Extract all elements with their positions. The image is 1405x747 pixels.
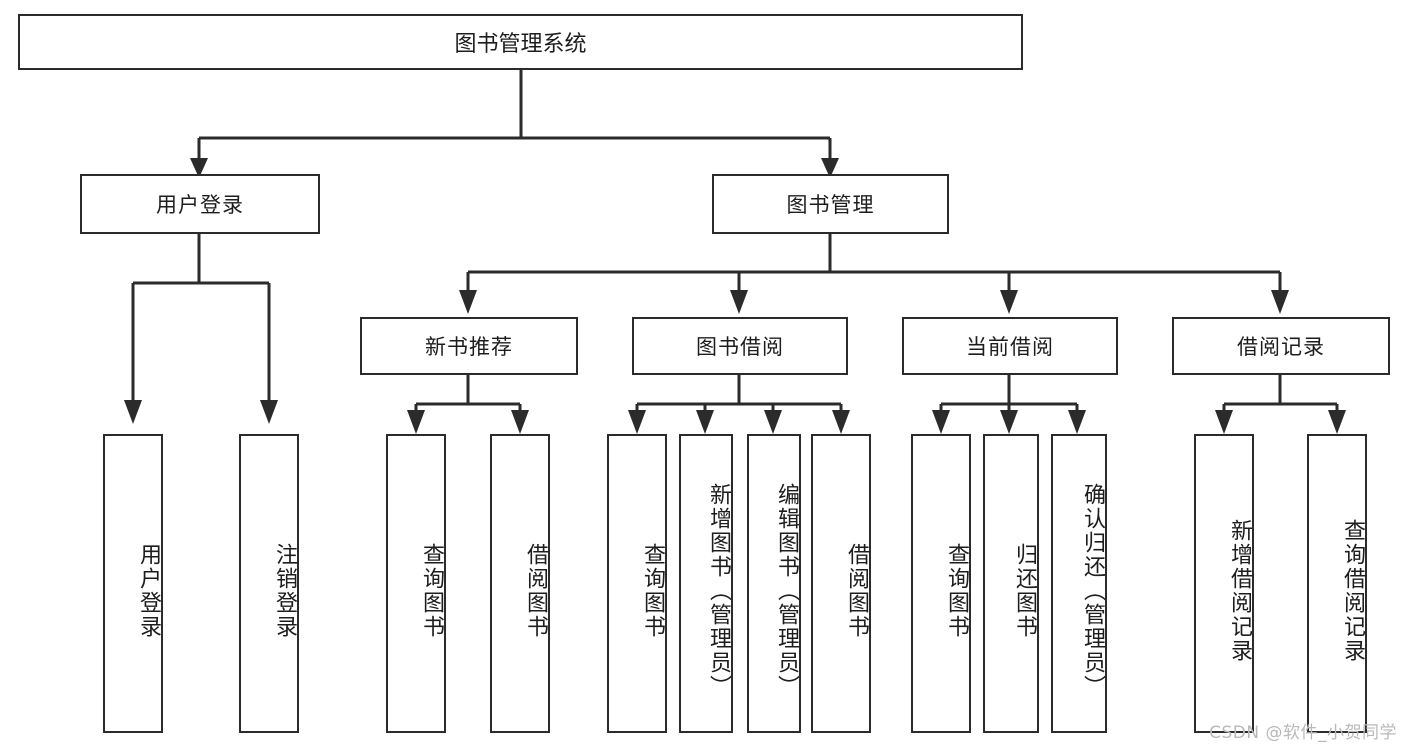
node-book-borrow[interactable]: 图书借阅	[632, 317, 848, 375]
leaf-label: 查询借阅记录	[1340, 518, 1365, 663]
leaf-borrow-add-book[interactable]: 新增图书（管理员）	[679, 434, 733, 733]
leaf-user-login-signout[interactable]: 注销登录	[239, 434, 299, 733]
node-book-management-label: 图书管理	[786, 193, 875, 217]
leaf-label: 确认归还（管理员）	[1080, 482, 1105, 699]
arrowhead-current	[1000, 290, 1018, 314]
arrowhead-current-leaf-3	[1068, 410, 1086, 434]
leaf-record-add[interactable]: 新增借阅记录	[1194, 434, 1254, 733]
arrowhead-record-leaf-1	[1215, 410, 1233, 434]
arrowhead-current-leaf-1	[932, 410, 950, 434]
leaf-label: 查询图书	[640, 542, 665, 639]
leaf-borrow-query[interactable]: 查询图书	[607, 434, 667, 733]
leaf-label: 借阅图书	[523, 542, 548, 639]
arrowhead-borrow-leaf-2	[696, 410, 714, 434]
arrowhead-login-leaf-2	[260, 400, 278, 424]
arrowhead-newbook-leaf-1	[407, 410, 425, 434]
leaf-newbook-borrow[interactable]: 借阅图书	[490, 434, 550, 733]
node-root-label: 图书管理系统	[454, 32, 587, 57]
node-user-login-label: 用户登录	[156, 193, 244, 217]
arrowhead-login-leaf-1	[124, 400, 142, 424]
leaf-current-query[interactable]: 查询图书	[911, 434, 971, 733]
arrowhead-current-leaf-2	[1000, 410, 1018, 434]
arrowhead-record-leaf-2	[1328, 410, 1346, 434]
leaf-label: 用户登录	[136, 542, 161, 639]
node-new-book-recommend-label: 新书推荐	[425, 335, 513, 359]
leaf-label: 借阅图书	[844, 542, 869, 639]
leaf-current-return[interactable]: 归还图书	[983, 434, 1039, 733]
node-current-borrow[interactable]: 当前借阅	[902, 317, 1118, 375]
arrowhead-newbook-leaf-2	[511, 410, 529, 434]
arrowhead-borrow-leaf-1	[628, 410, 646, 434]
node-book-management[interactable]: 图书管理	[712, 174, 949, 234]
leaf-borrow-edit-book[interactable]: 编辑图书（管理员）	[747, 434, 801, 733]
node-root[interactable]: 图书管理系统	[18, 14, 1023, 70]
node-borrow-record-label: 借阅记录	[1237, 335, 1325, 359]
node-user-login[interactable]: 用户登录	[80, 174, 320, 234]
node-new-book-recommend[interactable]: 新书推荐	[360, 317, 578, 375]
leaf-borrow-borrow-book[interactable]: 借阅图书	[811, 434, 871, 733]
arrowhead-record	[1271, 290, 1289, 314]
watermark: CSDN @软件_小贺同学	[1209, 723, 1397, 743]
leaf-label: 查询图书	[419, 542, 444, 639]
leaf-current-confirm-return[interactable]: 确认归还（管理员）	[1051, 434, 1107, 733]
arrowhead-borrow-leaf-4	[832, 410, 850, 434]
leaf-label: 注销登录	[272, 542, 297, 639]
leaf-label: 新增借阅记录	[1227, 518, 1252, 663]
leaf-record-query[interactable]: 查询借阅记录	[1307, 434, 1367, 733]
leaf-label: 新增图书（管理员）	[706, 482, 731, 699]
node-current-borrow-label: 当前借阅	[966, 335, 1054, 359]
leaf-user-login-signin[interactable]: 用户登录	[103, 434, 163, 733]
arrowhead-borrow	[730, 290, 748, 314]
leaf-label: 归还图书	[1012, 542, 1037, 639]
arrowhead-borrow-leaf-3	[764, 410, 782, 434]
leaf-newbook-query[interactable]: 查询图书	[386, 434, 446, 733]
node-borrow-record[interactable]: 借阅记录	[1172, 317, 1390, 375]
leaf-label: 查询图书	[944, 542, 969, 639]
leaf-label: 编辑图书（管理员）	[774, 482, 799, 699]
node-book-borrow-label: 图书借阅	[696, 335, 784, 359]
arrowhead-newbook	[459, 290, 477, 314]
